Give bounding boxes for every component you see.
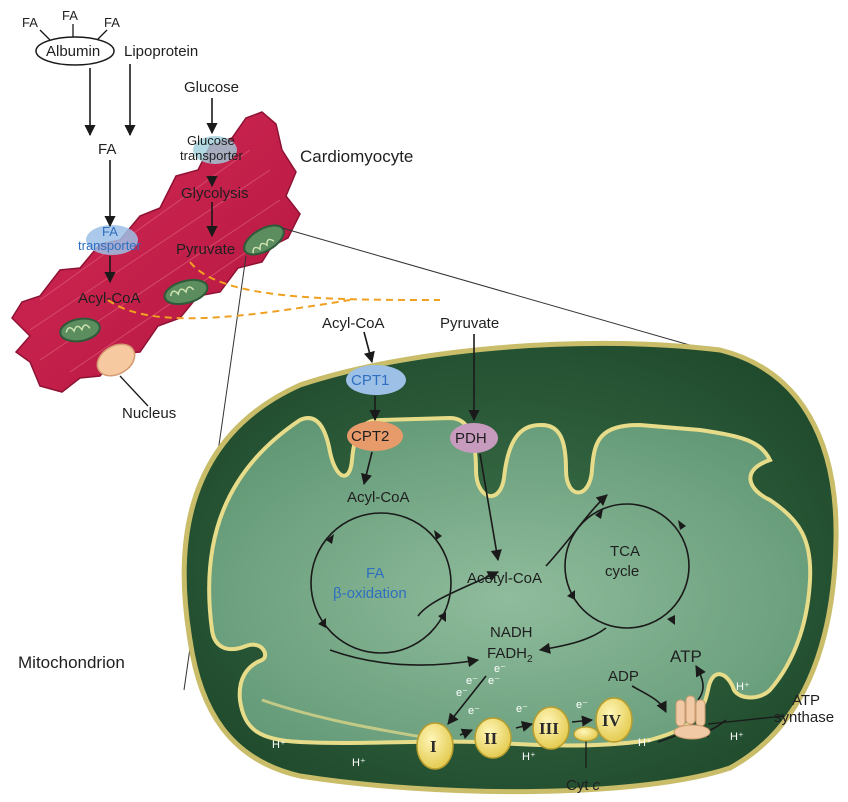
electron-label: e⁻ — [488, 675, 500, 687]
electron-label: e⁻ — [576, 699, 588, 711]
lipoprotein-label: Lipoprotein — [124, 43, 198, 60]
cpt1-label: CPT1 — [351, 372, 389, 389]
fa-oxidation-label: FA — [366, 565, 384, 582]
glycolysis-label: Glycolysis — [181, 185, 249, 202]
nucleus-label: Nucleus — [122, 405, 176, 422]
cardiomyocyte-label: Cardiomyocyte — [300, 147, 413, 166]
electron-label: e⁻ — [468, 705, 480, 717]
fadh2-subscript: 2 — [527, 654, 533, 665]
fa-label: FA — [104, 15, 120, 30]
acyl-coa-label: Acyl-CoA — [78, 290, 141, 307]
electron-label: e⁻ — [466, 675, 478, 687]
mitochondrion-label: Mitochondrion — [18, 653, 125, 672]
cyt-c-italic: c — [593, 777, 601, 794]
fadh2-text: FADH — [487, 645, 527, 662]
glucose-label: Glucose — [184, 79, 239, 96]
electron-label: e⁻ — [456, 687, 468, 699]
atp-synthase-label: synthase — [774, 709, 834, 726]
cyt-c-text: Cyt — [566, 777, 589, 794]
pyruvate-label: Pyruvate — [176, 241, 235, 258]
complex-i-label: I — [430, 737, 437, 756]
pdh-label: PDH — [455, 430, 487, 447]
cyt-c-icon — [574, 727, 598, 741]
electron-label: e⁻ — [494, 663, 506, 675]
adp-label: ADP — [608, 668, 639, 685]
glucose-transporter-label: transporter — [180, 148, 244, 163]
proton-label: H⁺ — [736, 681, 750, 693]
mitochondrion-large — [184, 343, 836, 791]
fa-transporter-label: transporter — [78, 238, 142, 253]
complex-iv-label: IV — [602, 711, 622, 730]
glucose-transporter-label: Glucose — [187, 133, 235, 148]
fa-label: FA — [22, 15, 38, 30]
albumin-label: Albumin — [46, 43, 100, 60]
proton-label: H⁺ — [638, 737, 652, 749]
proton-label: H⁺ — [272, 739, 286, 751]
proton-label: H⁺ — [522, 751, 536, 763]
atp-label: ATP — [670, 647, 702, 666]
atp-synthase-icon — [674, 696, 710, 739]
fa-oxidation-label: β-oxidation — [333, 585, 407, 602]
proton-label: H⁺ — [352, 757, 366, 769]
proton-label: H⁺ — [730, 731, 744, 743]
complex-ii-label: II — [484, 729, 498, 748]
electron-label: e⁻ — [516, 703, 528, 715]
complex-iii-label: III — [539, 719, 559, 738]
nadh-label: NADH — [490, 624, 533, 641]
acyl-coa-label: Acyl-CoA — [347, 489, 410, 506]
tca-label: cycle — [605, 563, 639, 580]
fa-transporter-label: FA — [102, 224, 118, 239]
atp-synthase-label: ATP — [792, 692, 820, 709]
acyl-coa-label: Acyl-CoA — [322, 315, 385, 332]
pyruvate-label: Pyruvate — [440, 315, 499, 332]
tca-label: TCA — [610, 543, 640, 560]
fa-label: FA — [98, 141, 116, 158]
acetyl-coa-label: Acetyl-CoA — [467, 570, 542, 587]
fa-label: FA — [62, 8, 78, 23]
cpt2-label: CPT2 — [351, 428, 389, 445]
